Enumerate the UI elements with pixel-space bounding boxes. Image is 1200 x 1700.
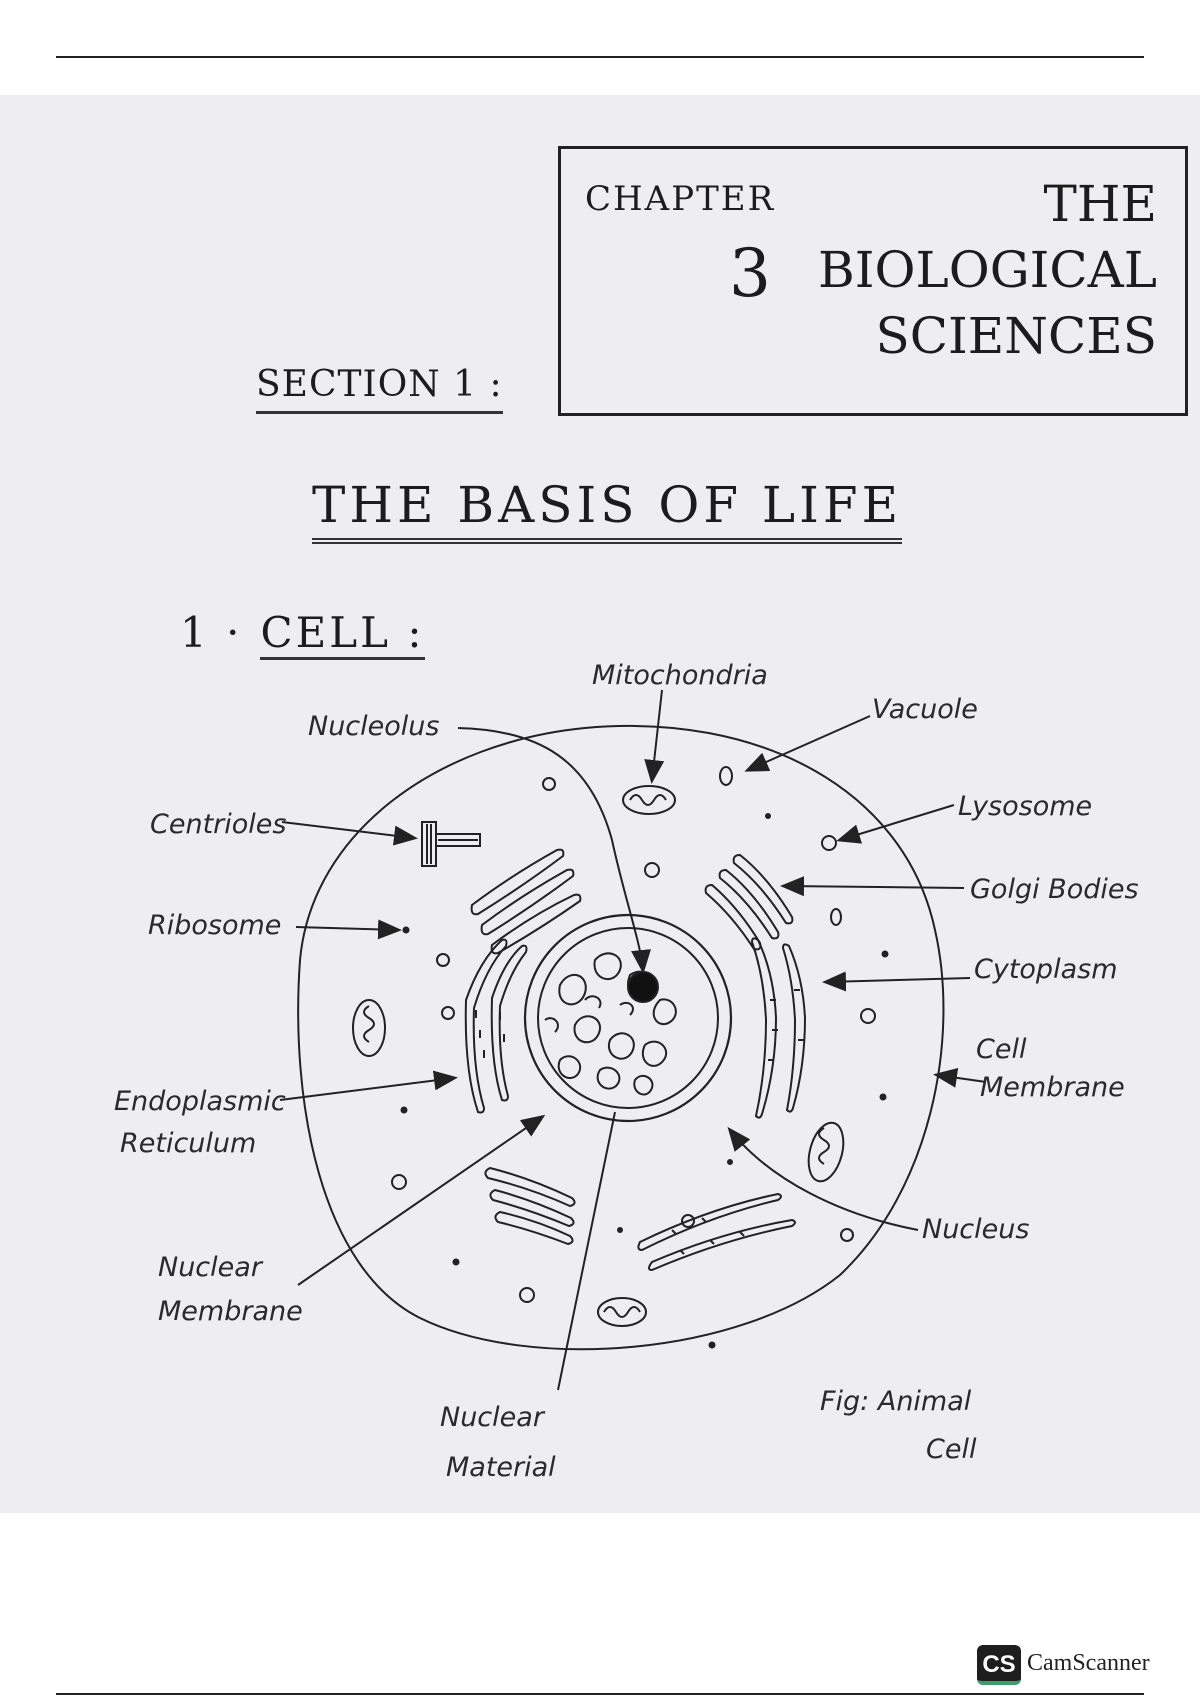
section-label: SECTION 1 : (256, 364, 503, 414)
vesicle (681, 1214, 695, 1228)
label-endoplasmic-reticulum: Endoplasmic (114, 1086, 286, 1117)
mitochondrion (622, 785, 676, 815)
label-nucleolus: Nucleolus (308, 711, 439, 742)
label-centrioles: Centrioles (150, 809, 286, 840)
golgi-bodies (484, 1166, 576, 1246)
vesicle (441, 1006, 455, 1020)
label-nuclear-material: Material (446, 1452, 556, 1483)
page-title: THE BASIS OF LIFE (312, 476, 903, 544)
chapter-label: CHAPTER (585, 179, 776, 219)
label-mitochondria: Mitochondria (592, 660, 768, 691)
lysosome-leader (836, 804, 955, 844)
mitochondria-leader (644, 689, 665, 784)
bottom-rule (56, 1693, 1144, 1695)
chapter-box: CHAPTER 3 THE BIOLOGICAL SCIENCES (558, 146, 1188, 416)
centrioles (421, 821, 481, 867)
centrioles-leader (281, 821, 418, 846)
cell-heading: 1 · CELL : (180, 608, 425, 660)
vesicle (644, 862, 660, 878)
ribosome-leader (295, 919, 402, 940)
label-vacuole: Vacuole (872, 694, 978, 725)
endoplasmic-reticulum-leader (279, 1070, 458, 1101)
vesicle (542, 777, 556, 791)
label-cell-membrane: Cell (976, 1034, 1027, 1065)
label-nuclear-membrane: Membrane (158, 1296, 303, 1327)
endoplasmic-reticulum (637, 1192, 796, 1272)
cytoplasm-leader (822, 971, 971, 992)
chapter-title: THE BIOLOGICAL SCIENCES (818, 171, 1157, 369)
label-nuclear-membrane: Nuclear (158, 1252, 264, 1283)
vacuole-leader (744, 715, 871, 772)
vacuole (719, 766, 733, 786)
vesicle (436, 953, 450, 967)
nucleus-leader (727, 1126, 919, 1231)
nuclear-material-leader (557, 1111, 616, 1391)
vesicle (840, 1228, 854, 1242)
label-golgi-bodies: Golgi Bodies (970, 874, 1139, 905)
notebook-page (0, 95, 1200, 1513)
golgi-bodies (470, 848, 582, 955)
mitochondrion (352, 999, 386, 1057)
chapter-number: 3 (729, 235, 771, 312)
cell-heading-number: 1 · (180, 608, 243, 657)
top-rule (56, 56, 1144, 58)
lysosome (821, 835, 837, 851)
vesicle (519, 1287, 535, 1303)
label-nuclear-material: Nuclear (440, 1402, 546, 1433)
label-endoplasmic-reticulum: Reticulum (120, 1128, 256, 1159)
vesicle (860, 1008, 876, 1024)
chapter-title-line: SCIENCES (875, 307, 1157, 365)
figure-caption: Cell (926, 1434, 977, 1465)
endoplasmic-reticulum (750, 937, 807, 1119)
camscanner-logo: CS (977, 1645, 1021, 1685)
nuclear-membrane-leader (297, 1114, 546, 1286)
nucleus (523, 913, 733, 1123)
vesicle (391, 1174, 407, 1190)
mitochondrion (807, 1121, 845, 1183)
cell-membrane-leader (933, 1067, 987, 1088)
endoplasmic-reticulum (464, 938, 528, 1114)
label-cell-membrane: Membrane (980, 1072, 1125, 1103)
figure-caption: Fig: Animal (820, 1386, 972, 1417)
golgi-bodies-leader (780, 876, 965, 897)
vesicle (830, 908, 842, 926)
label-nucleus: Nucleus (922, 1214, 1029, 1245)
chapter-title-line: THE (1043, 175, 1157, 233)
chapter-title-line: BIOLOGICAL (818, 241, 1157, 299)
cell-heading-text: CELL : (260, 608, 425, 660)
label-ribosome: Ribosome (148, 910, 281, 941)
golgi-bodies (704, 853, 794, 951)
ribosomes (400, 813, 889, 1349)
camscanner-text: CamScanner (1027, 1650, 1150, 1676)
cell-membrane-outline (297, 724, 945, 1351)
mitochondrion (597, 1297, 647, 1327)
label-lysosome: Lysosome (958, 791, 1092, 822)
nucleolus-leader (457, 727, 651, 974)
label-cytoplasm: Cytoplasm (974, 954, 1118, 985)
